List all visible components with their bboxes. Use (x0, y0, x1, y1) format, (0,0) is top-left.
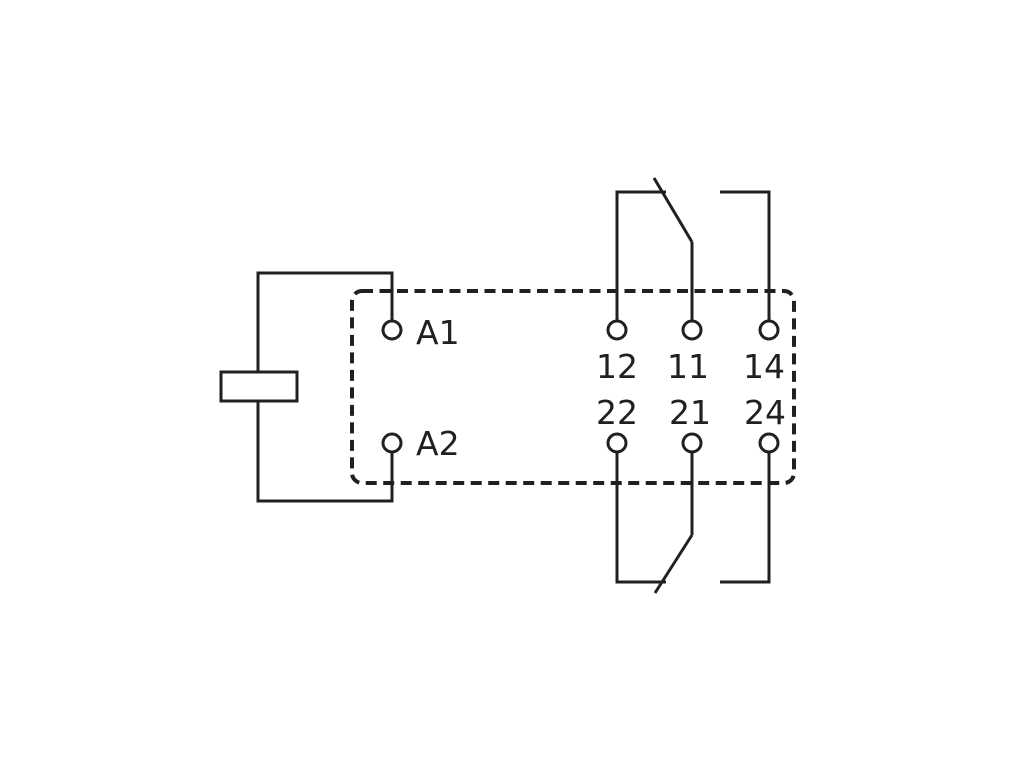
no-wire-14 (720, 190, 771, 324)
coil-wire-bottom (256, 401, 394, 503)
no-wire-24 (720, 448, 771, 584)
label-24: 24 (744, 393, 786, 432)
nc-wire-12 (615, 190, 666, 324)
coil-wire-top (256, 271, 394, 372)
coil-circuit (219, 271, 394, 503)
terminal-a1 (381, 319, 403, 341)
label-a2: A2 (416, 424, 460, 463)
terminal-21 (681, 432, 703, 454)
label-12: 12 (596, 347, 638, 386)
switch-blade-11-arm (652, 177, 694, 243)
terminal-12 (606, 319, 628, 341)
relay-enclosure (350, 289, 796, 485)
nc-wire-22 (615, 448, 666, 584)
label-a1: A1 (416, 313, 460, 352)
terminal-22 (606, 432, 628, 454)
terminal-11 (681, 319, 703, 341)
label-14: 14 (743, 347, 785, 386)
contact-set-2 (615, 448, 771, 594)
terminal-a2 (381, 432, 403, 454)
label-21: 21 (669, 393, 711, 432)
contact-set-1 (615, 177, 771, 324)
label-11: 11 (667, 347, 709, 386)
terminal-14 (758, 319, 780, 341)
terminal-24 (758, 432, 780, 454)
coil-symbol (219, 370, 299, 403)
switch-blade-21-arm (653, 534, 694, 594)
label-22: 22 (596, 393, 638, 432)
